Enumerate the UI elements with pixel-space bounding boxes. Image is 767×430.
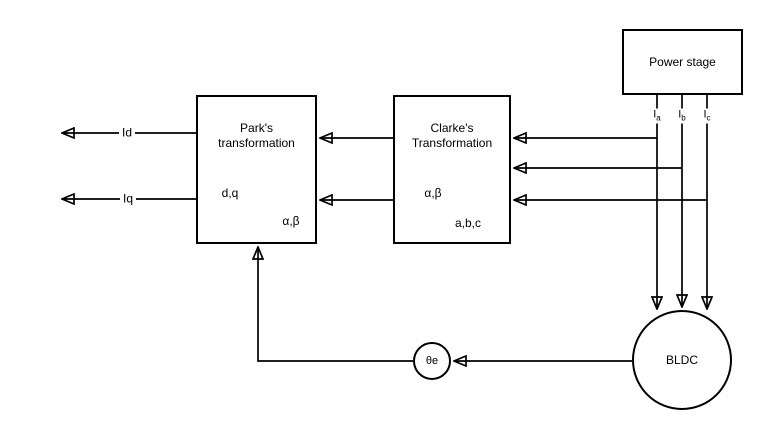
signal-id-label: Id: [118, 126, 136, 140]
clarkes-output-domain-label: a,b,c: [454, 216, 482, 230]
signal-iq-label: Iq: [119, 192, 137, 206]
power-stage-label: Power stage: [649, 55, 716, 69]
signal-ic-label: Ic: [700, 108, 714, 124]
signal-ic-sub: c: [706, 113, 711, 123]
parks-transformation-block: Park's transformation: [196, 95, 317, 244]
signal-ib-sub: b: [681, 113, 686, 123]
clarkes-title: Clarke's Transformation: [411, 121, 493, 150]
parks-title: Park's transformation: [218, 121, 295, 150]
signal-ia-sub: a: [656, 113, 661, 123]
clarkes-input-domain-label: α,β: [424, 186, 442, 200]
signal-ic-base: I: [703, 108, 707, 121]
signal-ia-base: I: [653, 108, 657, 121]
clarkes-transformation-block: Clarke's Transformation: [393, 95, 511, 244]
power-stage-block: Power stage: [622, 29, 743, 95]
parks-output-domain-label: α,β: [282, 214, 300, 228]
parks-input-domain-label: d,q: [221, 186, 239, 200]
signal-ib-label: Ib: [675, 108, 689, 124]
signal-ib-base: I: [678, 108, 682, 121]
bldc-motor-node: BLDC: [632, 310, 732, 410]
theta-e-label: θe: [425, 355, 439, 367]
signal-ia-label: Ia: [650, 108, 664, 124]
bldc-label: BLDC: [665, 353, 698, 367]
theta-e-node: θe: [413, 342, 451, 380]
wire-theta-to-park: [258, 247, 413, 362]
